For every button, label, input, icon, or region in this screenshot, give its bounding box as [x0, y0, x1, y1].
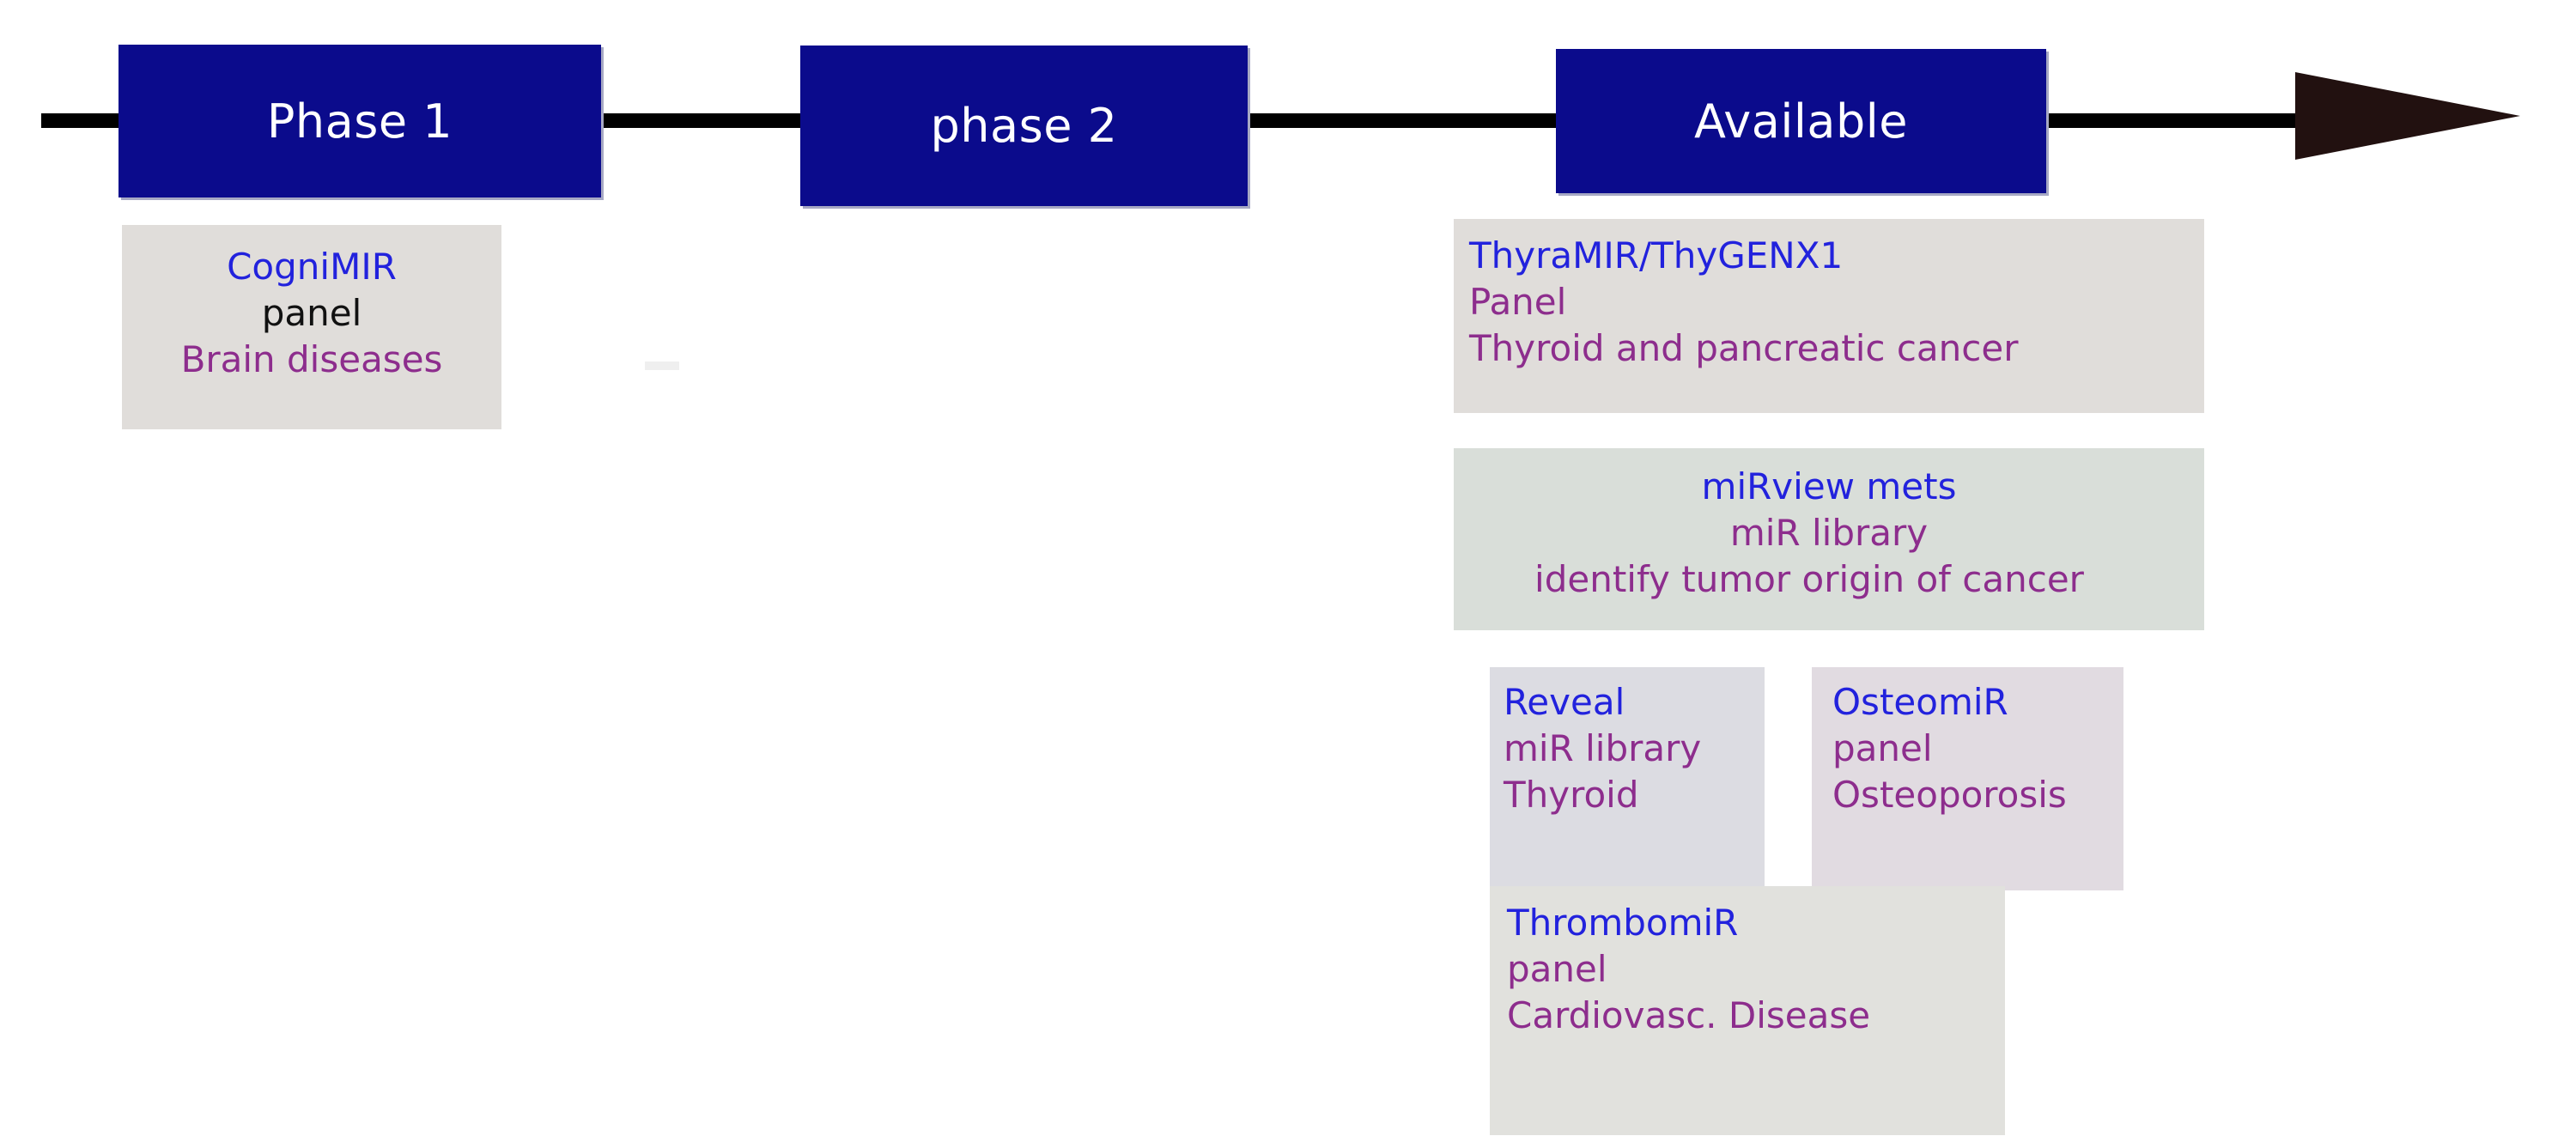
product-type: Panel: [1469, 280, 1567, 323]
product-card-reveal: Reveal miR library Thyroid: [1490, 667, 1765, 890]
phase-box-label: Phase 1: [266, 94, 453, 149]
product-name: OsteomiR: [1832, 681, 2008, 723]
product-card-thyramir: ThyraMIR/ThyGENX1 Panel Thyroid and panc…: [1454, 219, 2204, 413]
product-name: Reveal: [1504, 681, 1625, 723]
product-indication: Thyroid: [1504, 773, 1639, 816]
product-indication: Brain diseases: [180, 337, 443, 380]
product-card-mirview-mets: miRview mets miR library identify tumor …: [1454, 448, 2204, 630]
product-name: CogniMIR: [227, 246, 397, 288]
product-indication: Thyroid and pancreatic cancer: [1469, 326, 2019, 369]
product-indication: Osteoporosis: [1832, 773, 2067, 816]
product-name: ThyraMIR/ThyGENX1: [1469, 234, 1844, 276]
phase-box-available: Available: [1556, 49, 2046, 193]
product-type: miR library: [1504, 726, 1702, 769]
phase-box-phase-1: Phase 1: [118, 45, 601, 197]
product-name: miRview mets: [1701, 465, 1957, 507]
phase-box-label: Available: [1694, 94, 1908, 149]
product-indication: identify tumor origin of cancer: [1534, 557, 2084, 600]
phase-box-label: phase 2: [930, 99, 1118, 153]
product-card-thrombomir: ThrombomiR panel Cardiovasc. Disease: [1490, 886, 2005, 1135]
timeline-arrowhead-icon: [2295, 72, 2520, 160]
product-type: panel: [261, 291, 362, 334]
scan-artifact: [645, 361, 679, 370]
product-type: panel: [1507, 947, 1607, 990]
product-card-cognimir: CogniMIR panel Brain diseases: [122, 225, 501, 429]
product-indication: Cardiovasc. Disease: [1507, 993, 1871, 1036]
product-type: panel: [1832, 726, 1933, 769]
phase-box-phase-2: phase 2: [800, 46, 1248, 206]
product-card-osteomir: OsteomiR panel Osteoporosis: [1812, 667, 2123, 890]
product-type: miR library: [1729, 511, 1929, 554]
product-name: ThrombomiR: [1507, 902, 1739, 944]
